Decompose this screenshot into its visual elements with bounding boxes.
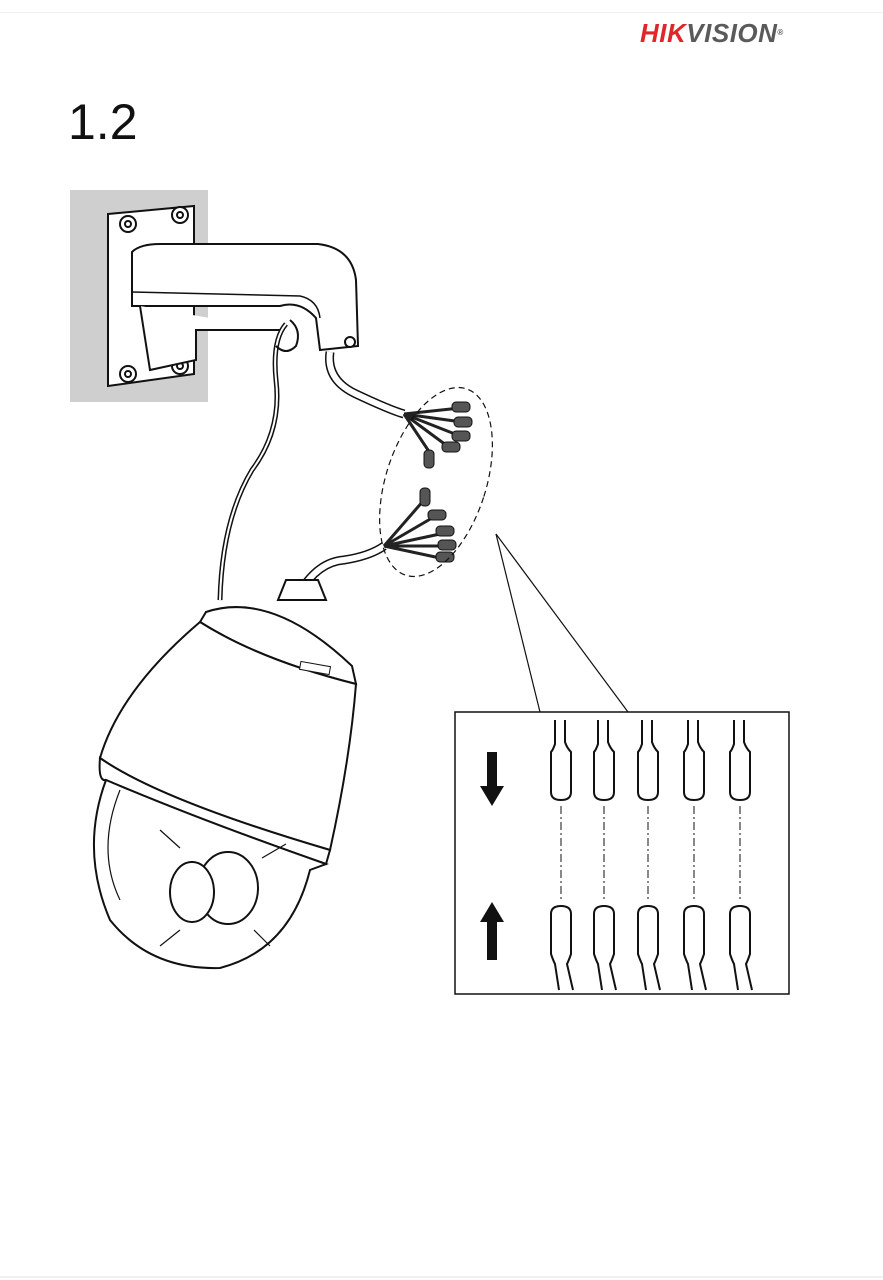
ptz-camera [94, 580, 356, 968]
camera-connectors [384, 500, 442, 558]
bracket-cable-inner [330, 352, 404, 414]
detail-leader-right [496, 534, 628, 712]
detail-leader-left [496, 534, 540, 712]
bracket-screw [345, 337, 355, 347]
bracket-underside [140, 306, 280, 370]
camera-lens-2 [170, 862, 214, 922]
camera-gland [278, 580, 326, 600]
safety-rope-inner [220, 324, 286, 600]
camera-connector-heads [420, 488, 456, 562]
